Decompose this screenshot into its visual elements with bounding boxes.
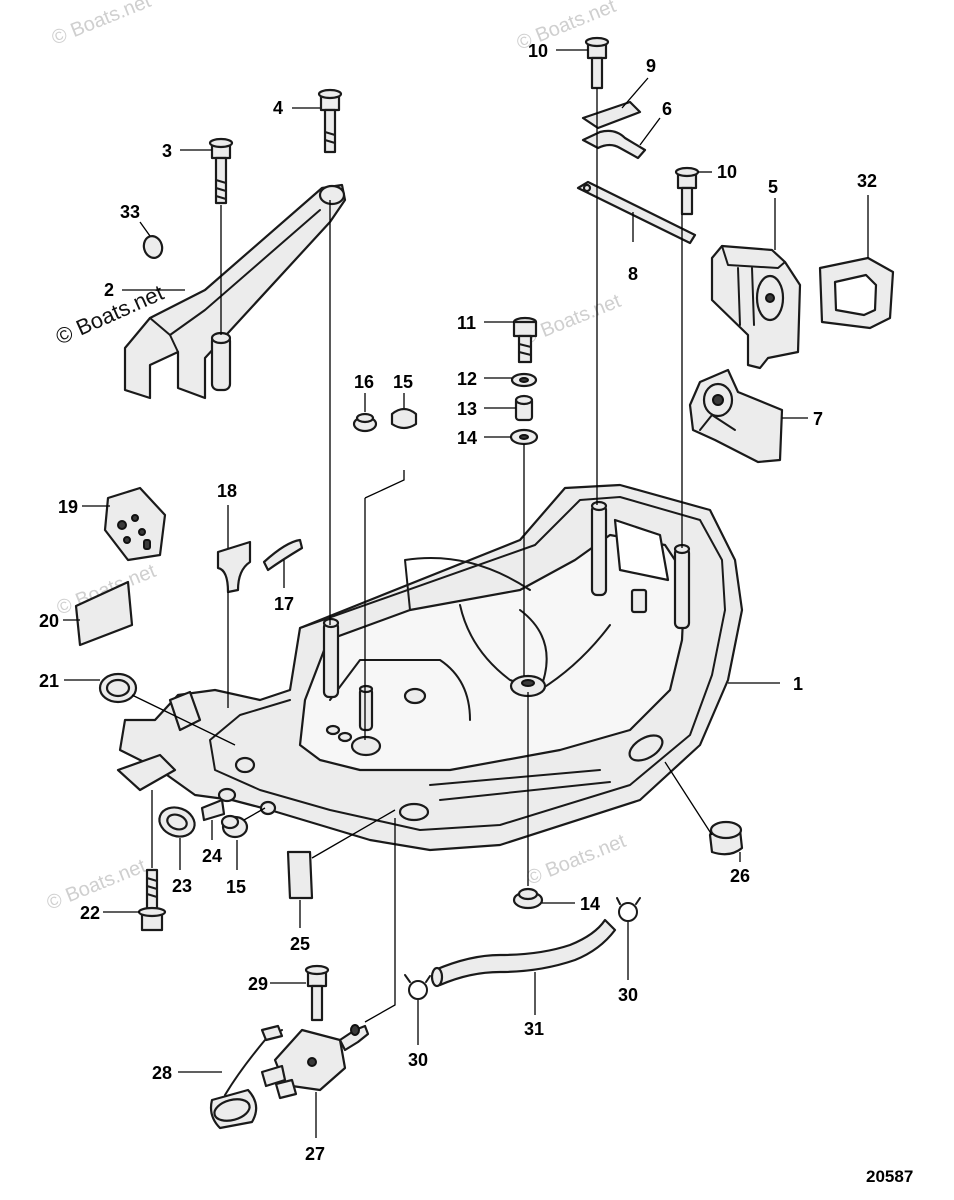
part-29-screw: [304, 964, 330, 1022]
part-12-washer: [510, 372, 538, 388]
part-9-clip: [581, 100, 642, 130]
part-19-decal: [103, 486, 167, 562]
part-23-grommet: [158, 806, 196, 838]
part-13-bushing: [514, 394, 534, 422]
part-3-screw: [208, 137, 234, 205]
callout-10-top: 10: [528, 41, 548, 61]
callout-20: 20: [39, 611, 59, 631]
callout-10-right: 10: [717, 162, 737, 182]
callout-labels: 1 2 3 4 5 6 7 8 9 10 10 11 12 13 14 14 1…: [39, 41, 877, 1164]
part-18-label: [216, 540, 252, 594]
part-31-hose: [430, 918, 617, 988]
part-2-bracket: [123, 183, 347, 400]
part-11-screw: [512, 316, 538, 364]
callout-25: 25: [290, 934, 310, 954]
callout-4: 4: [273, 98, 283, 118]
callout-16: 16: [354, 372, 374, 392]
part-4-screw: [317, 88, 343, 154]
callout-7: 7: [813, 409, 823, 429]
part-33-o-ring: [142, 235, 164, 259]
callout-23: 23: [172, 876, 192, 896]
callout-9: 9: [646, 56, 656, 76]
part-30-clamp-right: [616, 897, 641, 922]
part-8-link-rod: [576, 180, 697, 245]
callout-14-top: 14: [457, 428, 477, 448]
callout-27: 27: [305, 1144, 325, 1164]
callout-12: 12: [457, 369, 477, 389]
callout-15-bottom: 15: [226, 877, 246, 897]
part-7-cover: [688, 368, 784, 464]
part-32-seal: [818, 256, 895, 330]
callout-3: 3: [162, 141, 172, 161]
callout-8: 8: [628, 264, 638, 284]
part-27-fuel-connector: [260, 1024, 370, 1100]
callout-19: 19: [58, 497, 78, 517]
part-28-cap: [209, 1024, 284, 1130]
callout-32: 32: [857, 171, 877, 191]
part-17-strip: [262, 538, 304, 572]
part-14-grommet-top: [509, 428, 539, 446]
part-1-bottom-cowl: [116, 483, 744, 852]
callout-33: 33: [120, 202, 140, 222]
callout-17: 17: [274, 594, 294, 614]
callout-24: 24: [202, 846, 222, 866]
part-5-housing: [710, 244, 802, 370]
callout-29: 29: [248, 974, 268, 994]
callout-1: 1: [793, 674, 803, 694]
callout-13: 13: [457, 399, 477, 419]
part-6-clamp: [581, 129, 647, 160]
part-20-decal: [74, 580, 134, 647]
callout-2: 2: [104, 280, 114, 300]
callout-6: 6: [662, 99, 672, 119]
callout-31: 31: [524, 1019, 544, 1039]
callout-28: 28: [152, 1063, 172, 1083]
callout-22: 22: [80, 903, 100, 923]
callout-15-top: 15: [393, 372, 413, 392]
callout-30-right: 30: [618, 985, 638, 1005]
part-15-plug-top: [390, 407, 418, 430]
part-22-screw: [137, 868, 167, 932]
leader-lines: [63, 49, 869, 1138]
diagram-number: 20587: [866, 1167, 913, 1186]
part-10-screw-right: [674, 166, 700, 216]
callout-21: 21: [39, 671, 59, 691]
part-25-label: [286, 850, 314, 900]
watermark: © Boats.net: [49, 0, 155, 50]
part-10-screw-top: [584, 36, 610, 90]
callout-30-left: 30: [408, 1050, 428, 1070]
part-15-plug-bottom: [220, 814, 249, 839]
part-30-clamp-left: [404, 974, 431, 1000]
callout-11: 11: [457, 313, 476, 333]
part-26-plug: [708, 820, 744, 856]
part-14-grommet-bottom: [512, 887, 544, 910]
part-24-decal: [200, 798, 226, 822]
callout-26: 26: [730, 866, 750, 886]
callout-14-bottom: 14: [580, 894, 600, 914]
part-21-grommet: [98, 672, 138, 704]
watermark: © Boats.net: [524, 830, 630, 890]
callout-18: 18: [217, 481, 237, 501]
callout-5: 5: [768, 177, 778, 197]
part-16-grommet: [352, 412, 378, 433]
